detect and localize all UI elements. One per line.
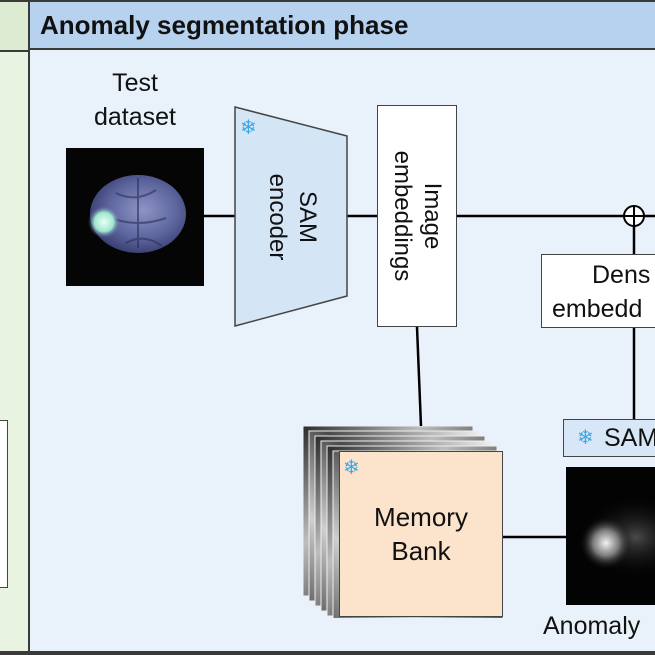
test-dataset-label-line2: dataset <box>93 103 176 131</box>
sam-encoder-frozen-icon: ❄ <box>240 117 257 139</box>
anomaly-map-label: Anomaly <box>543 612 641 640</box>
sam-decoder-frozen-icon: ❄ <box>577 427 594 449</box>
sam-decoder-box <box>563 419 655 457</box>
sam-decoder-label: SAM <box>604 424 655 452</box>
test-brain-mri-image <box>66 148 204 286</box>
memory-bank-label-line1: Memory <box>374 502 468 532</box>
sam-encoder-label-line1: SAM <box>294 190 321 244</box>
test-dataset-label: Test dataset <box>70 66 200 134</box>
phase-title: Anomaly segmentation phase <box>40 10 409 40</box>
memory-bank-box <box>339 451 503 617</box>
memory-bank-label: Memory Bank <box>339 500 503 568</box>
sam-encoder-label-line2: encoder <box>264 173 291 261</box>
image-embeddings-label: Image embeddings <box>387 151 447 282</box>
bottom-border <box>0 651 655 655</box>
sam-encoder: SAM encoder <box>236 108 348 326</box>
left-panel-box <box>0 420 8 588</box>
sam-encoder-shape <box>234 106 348 327</box>
phase-header <box>30 0 655 50</box>
memory-bank-frozen-icon: ❄ <box>343 457 360 479</box>
top-border <box>0 0 655 2</box>
anomaly-map-image <box>566 467 655 605</box>
image-embeddings-label-line1: Image <box>419 182 446 250</box>
dense-embeddings-label: Dens embedd <box>552 258 650 326</box>
left-phase-header <box>0 0 28 52</box>
memory-bank-label-line2: Bank <box>391 536 451 566</box>
test-dataset-label-line1: Test <box>112 69 158 97</box>
dense-embeddings-label-line2: embedd <box>552 295 643 323</box>
dense-embeddings-label-line1: Dens <box>592 261 651 289</box>
image-embeddings-box: Image embeddings <box>377 105 457 327</box>
sam-encoder-label: SAM encoder <box>262 174 322 261</box>
image-embeddings-label-line2: embeddings <box>389 150 416 282</box>
dense-embeddings-box <box>541 254 655 328</box>
